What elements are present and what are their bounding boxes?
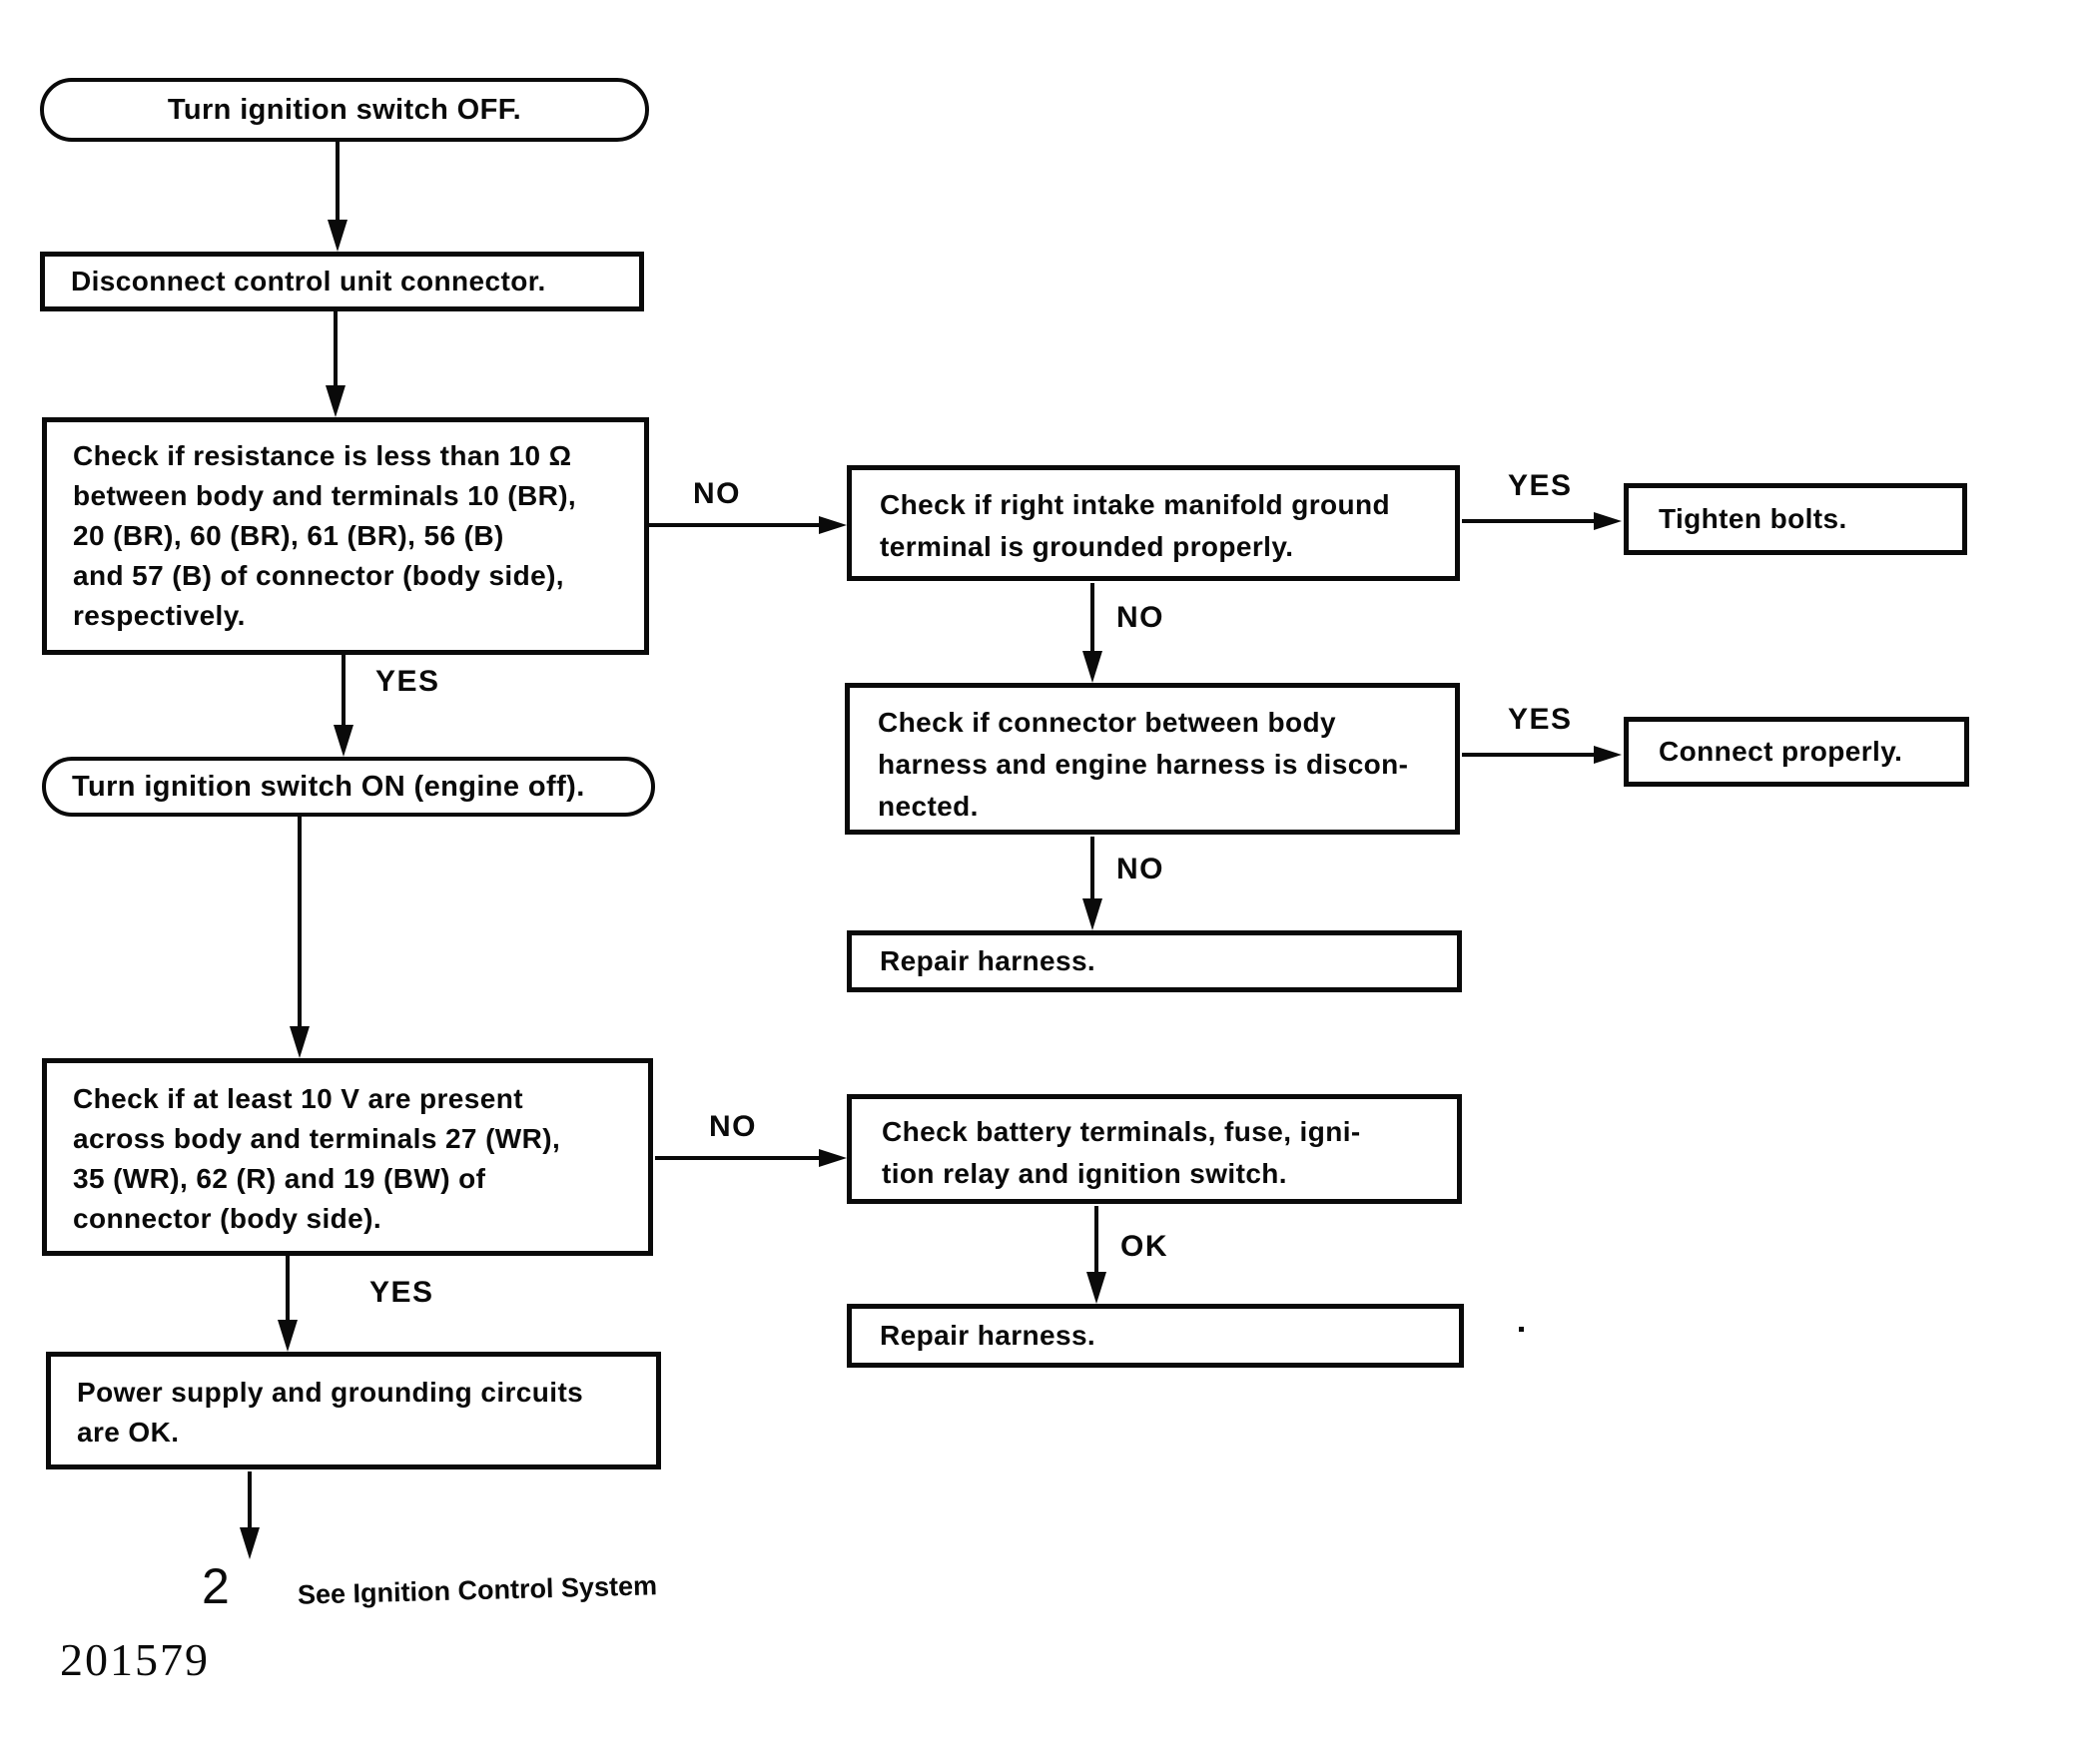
node-ground-terminal-check: Check if right intake manifold ground te… (847, 465, 1460, 581)
arrowhead-ground-terminal-yes (1594, 512, 1622, 530)
arrowhead-start-to-disconnect (328, 220, 348, 252)
arrow-resistance-no (649, 523, 821, 527)
arrow-start-to-disconnect (336, 142, 340, 226)
edge-label-no-connector-check: NO (1116, 853, 1164, 885)
node-disconnect: Disconnect control unit connector. (40, 252, 644, 311)
arrow-power-ok-to-connector-2 (248, 1471, 252, 1529)
node-connect-properly: Connect properly. (1624, 717, 1969, 787)
edge-label-no-voltage: NO (709, 1110, 757, 1143)
arrowhead-voltage-no (819, 1149, 847, 1167)
arrowhead-disconnect-to-resistance (326, 385, 346, 417)
node-connector-check: Check if connector between body harness … (845, 683, 1460, 835)
arrowhead-ignition-on-to-voltage (290, 1026, 310, 1058)
node-power-ok: Power supply and grounding circuits are … (46, 1352, 661, 1469)
node-tighten-bolts: Tighten bolts. (1624, 483, 1967, 555)
edge-label-yes-voltage: YES (369, 1276, 434, 1309)
arrow-battery-check-ok (1094, 1206, 1098, 1274)
edge-label-no-resistance: NO (693, 477, 741, 510)
arrow-voltage-to-power-ok (286, 1256, 290, 1322)
node-ignition-on: Turn ignition switch ON (engine off). (42, 757, 655, 817)
node-start: Turn ignition switch OFF. (40, 78, 649, 142)
node-repair-harness-top: Repair harness. (847, 930, 1462, 992)
edge-label-yes-ground-terminal: YES (1508, 469, 1573, 502)
figure-number: 201579 (60, 1634, 210, 1685)
scan-artifact-dot (1519, 1327, 1524, 1332)
arrowhead-battery-check-ok (1086, 1272, 1106, 1304)
arrowhead-voltage-to-power-ok (278, 1320, 298, 1352)
edge-label-ok-battery-check: OK (1120, 1230, 1168, 1263)
arrowhead-resistance-to-ignition-on (334, 725, 353, 757)
arrow-disconnect-to-resistance (334, 311, 338, 389)
arrowhead-power-ok-to-connector-2 (240, 1527, 260, 1559)
arrow-ignition-on-to-voltage (298, 817, 302, 1028)
edge-label-yes-connector-check: YES (1508, 703, 1573, 736)
off-page-connector-number: 2 (202, 1558, 231, 1614)
off-page-connector-note: See Ignition Control System (297, 1570, 658, 1610)
node-battery-check: Check battery terminals, fuse, igni- tio… (847, 1094, 1462, 1204)
arrowhead-connector-check-yes (1594, 746, 1622, 764)
arrow-connector-check-no (1090, 837, 1094, 900)
node-voltage-check: Check if at least 10 V are present acros… (42, 1058, 653, 1256)
arrowhead-connector-check-no (1082, 898, 1102, 930)
arrow-ground-terminal-yes (1462, 519, 1596, 523)
arrow-voltage-no (655, 1156, 821, 1160)
node-resistance-check: Check if resistance is less than 10 Ω be… (42, 417, 649, 655)
arrowhead-resistance-no (819, 516, 847, 534)
arrow-resistance-to-ignition-on (342, 655, 346, 727)
edge-label-yes-resistance: YES (375, 665, 440, 698)
node-repair-harness-bottom: Repair harness. (847, 1304, 1464, 1368)
arrow-connector-check-yes (1462, 753, 1596, 757)
arrow-ground-terminal-no (1090, 583, 1094, 653)
arrowhead-ground-terminal-no (1082, 651, 1102, 683)
edge-label-no-ground-terminal: NO (1116, 601, 1164, 634)
